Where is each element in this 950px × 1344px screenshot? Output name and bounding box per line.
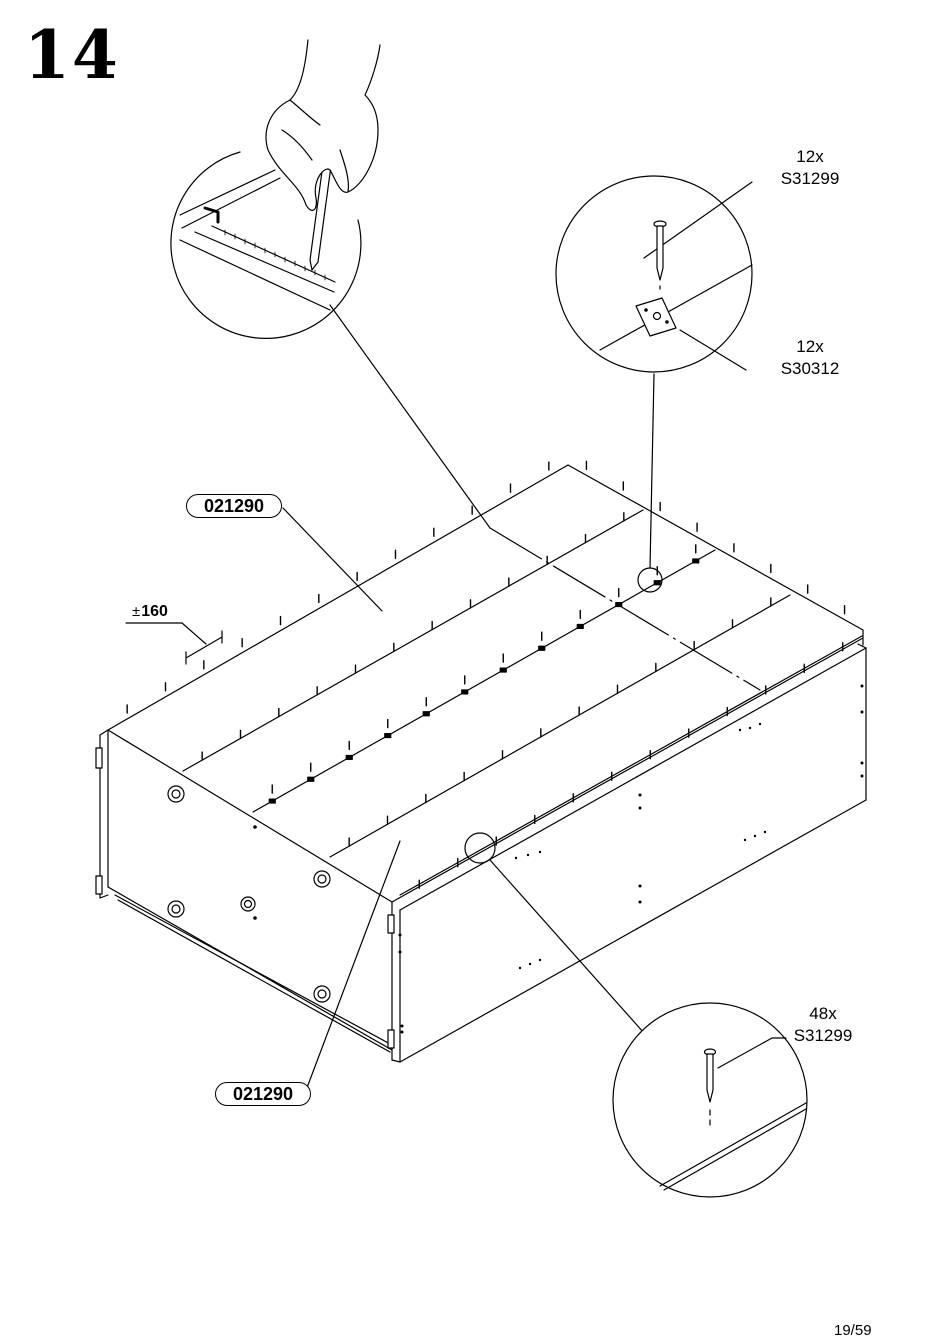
top-nail-code: S31299 <box>780 169 840 188</box>
plate-mark <box>576 623 584 630</box>
plate-code: S30312 <box>780 359 840 378</box>
bottom-nail-callout: 48x S31299 <box>782 1003 864 1047</box>
plate-callout: 12x S30312 <box>768 336 852 380</box>
nail-ticks <box>126 460 846 889</box>
plate-qty: 12x <box>796 337 824 356</box>
drawer-box <box>95 464 867 1063</box>
plate-mark <box>461 689 469 695</box>
plate-mark <box>384 732 392 739</box>
measure-line <box>489 527 761 691</box>
plate-mark <box>692 558 700 564</box>
plate-mark <box>538 645 546 651</box>
part-label-bottom: 021290 <box>215 1082 311 1106</box>
dimension-sign: ± <box>132 603 141 620</box>
plate-mark <box>653 580 661 586</box>
bottom-nail-qty: 48x <box>809 1004 837 1023</box>
plate-mark <box>345 754 353 761</box>
dimension-value: 160 <box>141 603 168 620</box>
top-nail-qty: 12x <box>796 147 824 166</box>
plate-mark <box>499 667 507 673</box>
bottom-nail-code: S31299 <box>793 1026 853 1045</box>
nail-detail <box>464 832 808 1198</box>
step-number: 14 <box>24 16 120 94</box>
pencil-detail <box>170 39 381 339</box>
part-label-top: 021290 <box>186 494 282 518</box>
holes <box>253 684 864 1034</box>
page-number: 19/59 <box>834 1322 872 1339</box>
top-nail-callout: 12x S31299 <box>770 146 850 190</box>
cam-fittings <box>167 785 331 1003</box>
plate-mark <box>268 798 276 804</box>
plate-mark <box>422 711 430 717</box>
plate-mark <box>307 776 315 782</box>
dimension-160 <box>125 622 223 665</box>
plate-detail <box>555 175 753 593</box>
leader-lines <box>282 304 655 1094</box>
plate-marks <box>268 558 700 804</box>
dimension-label: ±160 <box>132 603 168 621</box>
